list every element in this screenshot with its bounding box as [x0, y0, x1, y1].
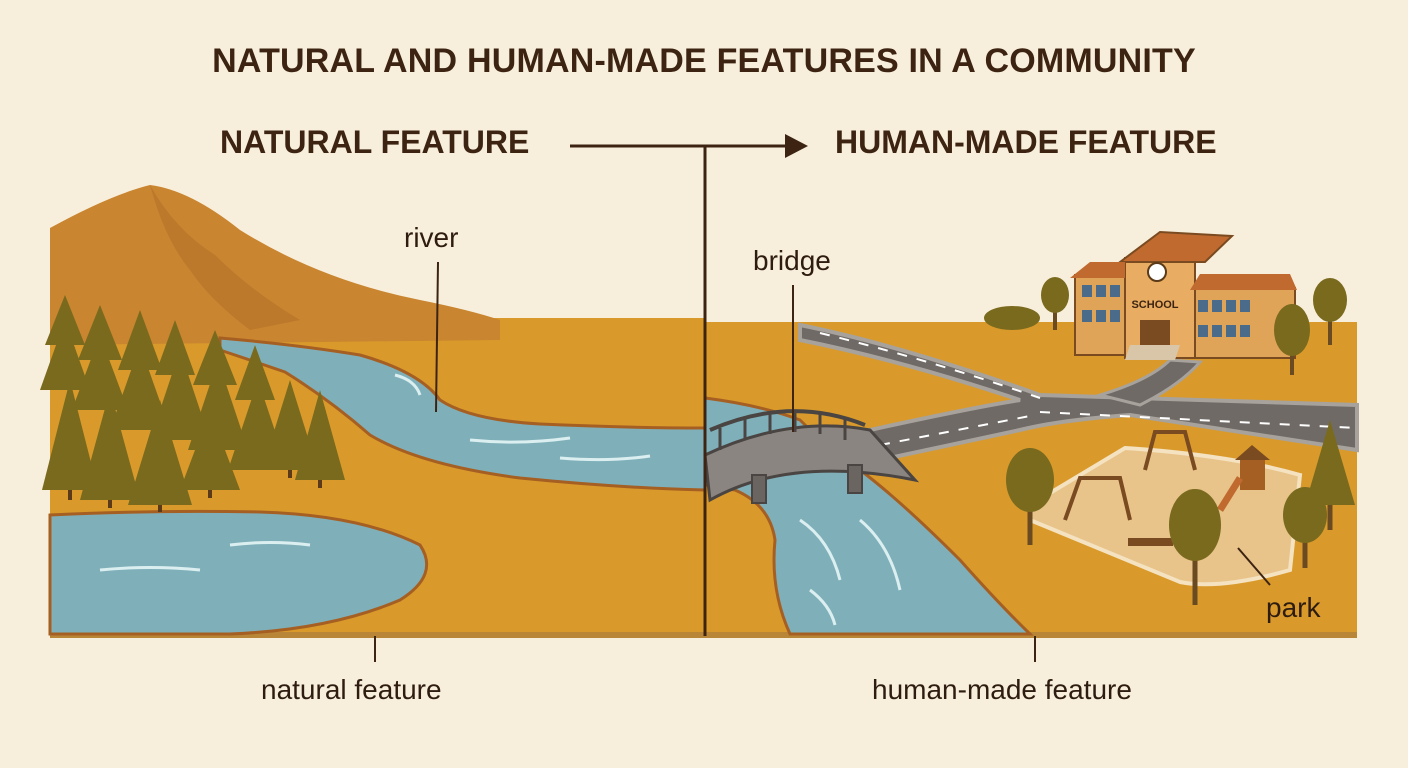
park-trees	[984, 277, 1355, 605]
slide	[1217, 445, 1270, 512]
forest	[40, 295, 345, 505]
human-made-feature-label: human-made feature	[872, 674, 1132, 705]
river-label: river	[404, 222, 459, 253]
human-made-feature-heading: HUMAN-MADE FEATURE	[835, 124, 1217, 160]
natural-feature-label: natural feature	[261, 674, 442, 705]
mountain	[50, 185, 500, 345]
lake	[48, 509, 429, 636]
swing-set	[1063, 430, 1197, 521]
bridge-label: bridge	[753, 245, 831, 276]
mountain-shadow	[150, 185, 300, 330]
park-label: park	[1266, 592, 1321, 623]
page-title: NATURAL AND HUMAN-MADE FEATURES IN A COM…	[212, 42, 1196, 80]
park-bench	[1128, 538, 1173, 546]
school-sign: SCHOOL	[1131, 299, 1178, 311]
park-area	[1028, 445, 1303, 587]
arrow-icon	[570, 134, 808, 158]
leader-lines	[374, 261, 1271, 662]
natural-feature-heading: NATURAL FEATURE	[220, 124, 530, 160]
school-building: SCHOOL	[1070, 230, 1297, 360]
bridge	[703, 409, 920, 504]
